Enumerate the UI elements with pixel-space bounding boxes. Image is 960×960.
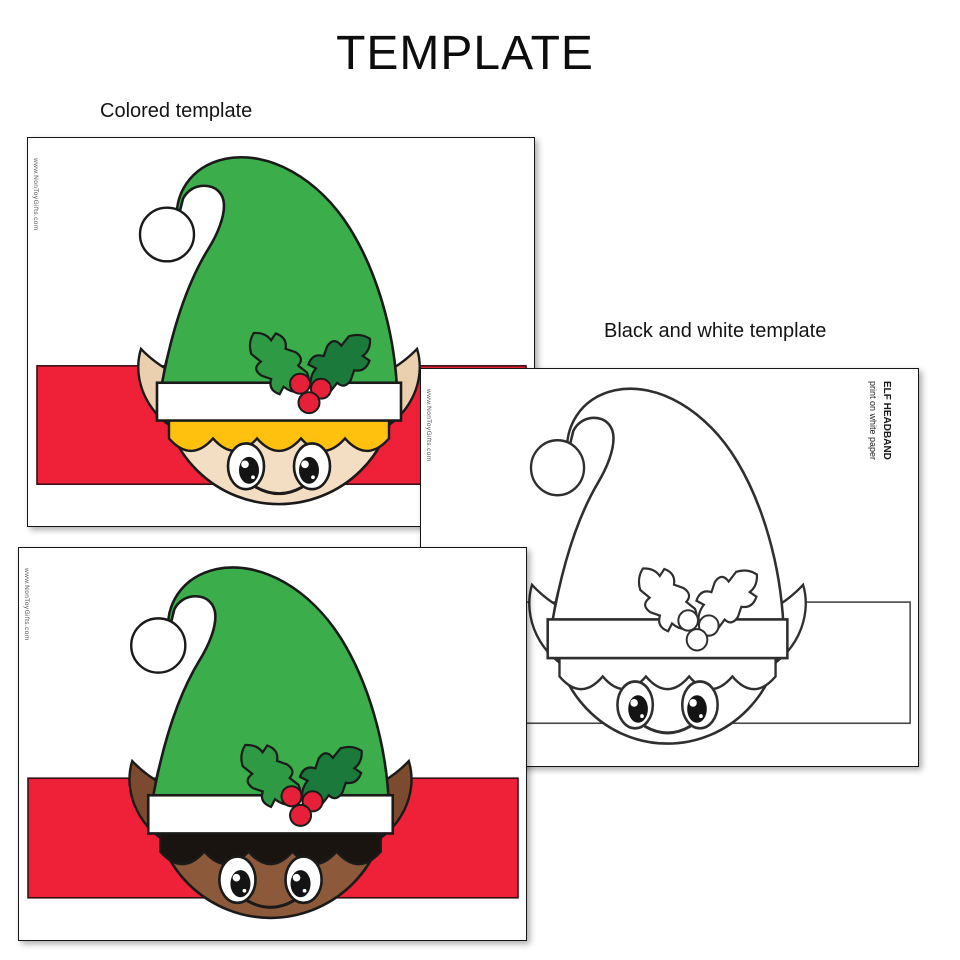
- colored-template-page-1: www.NonToyGifts.com: [27, 137, 535, 527]
- bw-template-label: Black and white template: [604, 320, 827, 342]
- page-title: TEMPLATE: [336, 27, 594, 80]
- watermark-url: www.NonToyGifts.com: [425, 389, 432, 462]
- elf-headband-artwork: [36, 156, 527, 506]
- colored-template-page-2: www.NonToyGifts.com: [18, 547, 527, 941]
- print-instructions-subtitle: print on white paper: [868, 381, 878, 461]
- print-instructions: ELF HEADBAND print on white paper: [866, 381, 895, 460]
- elf-headband-artwork: [27, 566, 519, 920]
- watermark-url: www.NonToyGifts.com: [23, 568, 30, 641]
- watermark-url: www.NonToyGifts.com: [32, 158, 39, 231]
- print-instructions-title: ELF HEADBAND: [881, 381, 892, 460]
- colored-template-label: Colored template: [100, 100, 253, 122]
